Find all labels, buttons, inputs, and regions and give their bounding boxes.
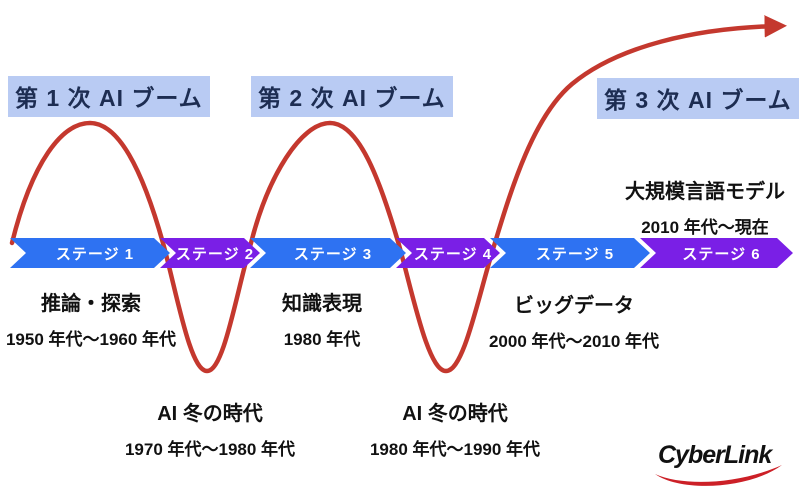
era-large-language-model: 大規模言語モデル 2010 年代〜現在 <box>625 175 785 238</box>
boom-title-1: 第 1 次 AI ブーム <box>8 76 210 117</box>
ai-winter-2: AI 冬の時代 1980 年代〜1990 年代 <box>370 397 540 460</box>
boom-title-3: 第 3 次 AI ブーム <box>597 78 799 119</box>
ai-winter-1: AI 冬の時代 1970 年代〜1980 年代 <box>125 397 295 460</box>
stage-chevron-3: ステージ 3 <box>250 238 406 268</box>
stage-label-1: ステージ 1 <box>55 245 135 263</box>
era-period: 1950 年代〜1960 年代 <box>5 330 177 349</box>
winter-title: AI 冬の時代 <box>402 403 508 425</box>
stage-chevron-2: ステージ 2 <box>160 238 260 268</box>
cyberlink-logo: CyberLink <box>652 441 788 489</box>
winter-title: AI 冬の時代 <box>157 403 263 425</box>
winter-period: 1980 年代〜1990 年代 <box>369 440 541 459</box>
era-knowledge-representation: 知識表現 1980 年代 <box>282 287 362 350</box>
stage-label-3: ステージ 3 <box>293 245 373 263</box>
stage-label-4: ステージ 4 <box>413 245 493 263</box>
era-title: 大規模言語モデル <box>625 181 785 203</box>
winter-period: 1970 年代〜1980 年代 <box>124 440 296 459</box>
era-title: ビッグデータ <box>514 295 634 317</box>
era-title: 知識表現 <box>282 293 362 315</box>
stage-chevron-6: ステージ 6 <box>640 238 793 268</box>
boom-title-2: 第 2 次 AI ブーム <box>251 76 453 117</box>
era-big-data: ビッグデータ 2000 年代〜2010 年代 <box>489 289 659 352</box>
era-period: 2000 年代〜2010 年代 <box>488 332 660 351</box>
stage-chevron-1: ステージ 1 <box>10 238 170 268</box>
logo-swoosh-icon <box>655 465 782 486</box>
stage-chevron-4: ステージ 4 <box>396 238 500 268</box>
stage-label-2: ステージ 2 <box>175 245 255 263</box>
era-reasoning-search: 推論・探索 1950 年代〜1960 年代 <box>6 287 176 350</box>
stage-chevron-5: ステージ 5 <box>490 238 650 268</box>
logo-wordmark: CyberLink <box>658 441 772 469</box>
era-period: 2010 年代〜現在 <box>641 218 769 237</box>
era-period: 1980 年代 <box>283 330 361 349</box>
stage-label-5: ステージ 5 <box>535 245 615 263</box>
stage-label-6: ステージ 6 <box>682 245 761 263</box>
era-title: 推論・探索 <box>41 293 141 315</box>
